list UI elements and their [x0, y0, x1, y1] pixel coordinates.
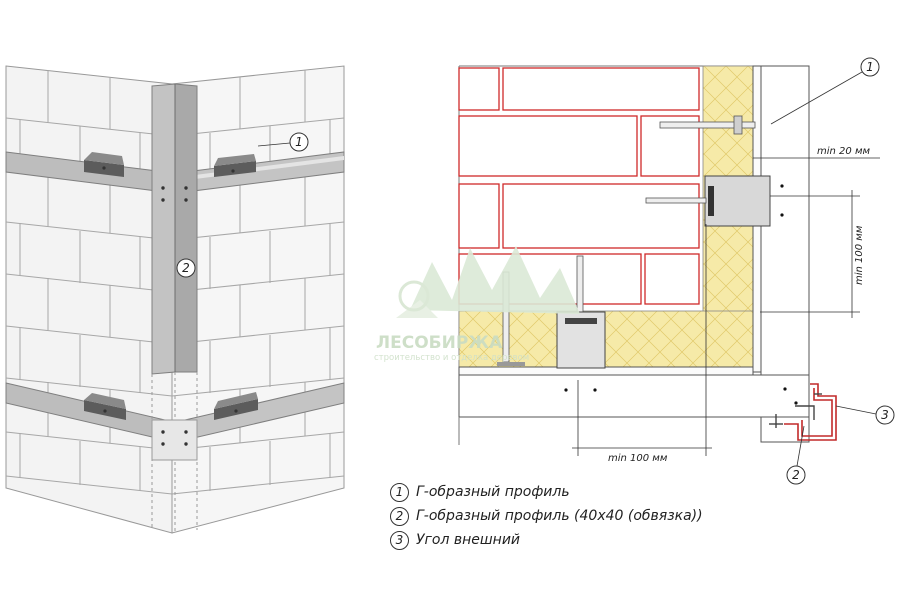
callout-2-left-text: 2	[182, 261, 190, 275]
callout-2-section-text: 2	[792, 468, 800, 482]
screw-dots	[564, 184, 798, 405]
legend-text: Г-образный профиль	[416, 484, 570, 500]
legend-number: 3	[390, 530, 409, 550]
external-corner-profile	[784, 383, 837, 441]
right-wall-face	[171, 65, 345, 534]
watermark-subtitle: строительство и отделка деревом	[374, 353, 529, 363]
lower-rail-bolts	[103, 409, 238, 413]
left-brick-lines	[5, 70, 173, 495]
dimension-min-100-horizontal: min 100 мм	[608, 453, 668, 464]
dimension-min-100-vertical: min 100 мм	[854, 225, 865, 285]
legend-number: 2	[390, 506, 409, 526]
anchor-dowels	[497, 115, 756, 366]
callout-2-left	[176, 258, 196, 278]
legend-item-3: 3 Угол внешний	[390, 528, 810, 552]
left-wall-face	[5, 65, 173, 534]
corner-3d-view: 1 2	[5, 65, 345, 534]
corner-mount-profile	[769, 393, 822, 428]
callout-3-section-text: 3	[881, 408, 889, 422]
watermark-title: ЛЕСОБИРЖА	[376, 333, 503, 353]
facing-panel-horizontal	[458, 366, 754, 376]
callout-1-left-text: 1	[295, 135, 303, 149]
corner-vertical-profile-right	[174, 83, 198, 373]
corner-vertical-profile-left	[151, 83, 176, 375]
corner-profile-lower-joint	[151, 419, 198, 461]
wall-profile-bracket	[704, 175, 771, 227]
legend: 1 Г-образный профиль 2 Г-образный профил…	[390, 480, 810, 552]
callout-3-section	[875, 405, 895, 425]
watermark: ЛЕСОБИРЖА строительство и отделка дерево…	[374, 246, 580, 363]
callout-1-section	[860, 57, 880, 77]
dimension-min-20: min 20 мм	[817, 146, 870, 157]
legend-number: 1	[390, 482, 409, 502]
legend-text: Г-образный профиль (40х40 (обвязка))	[416, 508, 703, 524]
corner-bolts	[161, 186, 188, 446]
legend-item-2: 2 Г-образный профиль (40х40 (обвязка))	[390, 504, 810, 528]
cladding-horizontal	[458, 374, 810, 418]
callout-1-left	[289, 132, 309, 152]
upper-brackets	[84, 152, 256, 177]
callout-2-section	[786, 465, 806, 485]
right-brick-lines	[171, 70, 345, 495]
legend-text: Угол внешний	[416, 532, 521, 548]
legend-item-1: 1 Г-образный профиль	[390, 480, 810, 504]
watermark-logo	[396, 246, 580, 318]
callout-1-section-text: 1	[866, 60, 874, 74]
